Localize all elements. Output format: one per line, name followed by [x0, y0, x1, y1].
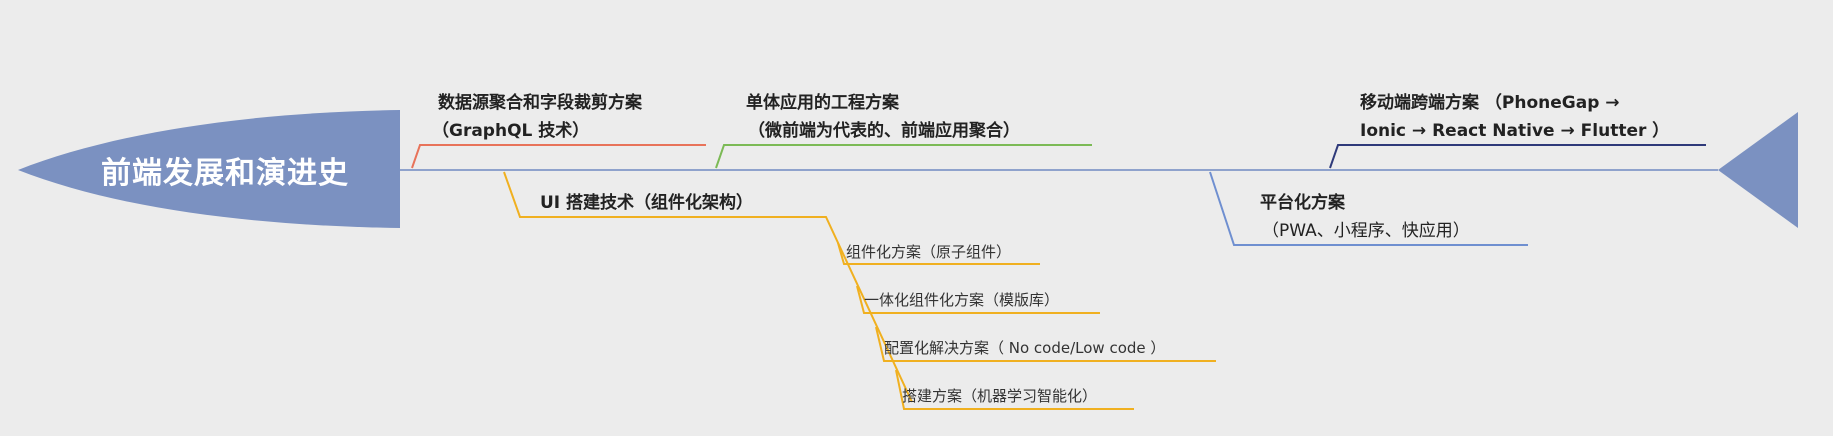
branch-graphql-line1: 数据源聚合和字段裁剪方案: [438, 93, 642, 113]
branch-mobile-line2: Ionic → React Native → Flutter ）: [1360, 121, 1670, 141]
fish-head: [18, 110, 400, 228]
branch-ui-label: UI 搭建技术（组件化架构）: [540, 193, 754, 213]
branch-line-mobile: [1329, 144, 1706, 169]
branch-line-engineering: [715, 144, 1092, 169]
branch-mobile-line1: 移动端跨端方案 （PhoneGap →: [1360, 93, 1620, 113]
ui-child-4: 搭建方案（机器学习智能化）: [902, 387, 1098, 405]
branch-engineering-line2: （微前端为代表的、前端应用聚合）: [748, 121, 1020, 141]
sub-line-2: [856, 285, 1100, 314]
branch-engineering-line1: 单体应用的工程方案: [746, 93, 899, 113]
branch-line-ui: [503, 171, 913, 403]
fish-tail: [1718, 112, 1798, 228]
sub-line-3: [875, 326, 1216, 362]
branch-line-graphql: [411, 144, 706, 169]
branch-platform-line1: 平台化方案: [1260, 193, 1345, 213]
branch-platform-line2: （PWA、小程序、快应用）: [1262, 221, 1470, 241]
sub-line-4: [895, 369, 1134, 410]
branch-line-platform: [1209, 171, 1528, 246]
diagram-title: 前端发展和演进史: [101, 156, 349, 191]
sub-line-1: [837, 242, 1040, 265]
ui-child-2: 一体化组件化方案（模版库）: [864, 291, 1060, 309]
ui-child-3: 配置化解决方案（ No code/Low code ）: [884, 339, 1166, 357]
branch-graphql-line2: （GraphQL 技术）: [432, 121, 590, 141]
ui-child-1: 组件化方案（原子组件）: [846, 243, 1012, 261]
